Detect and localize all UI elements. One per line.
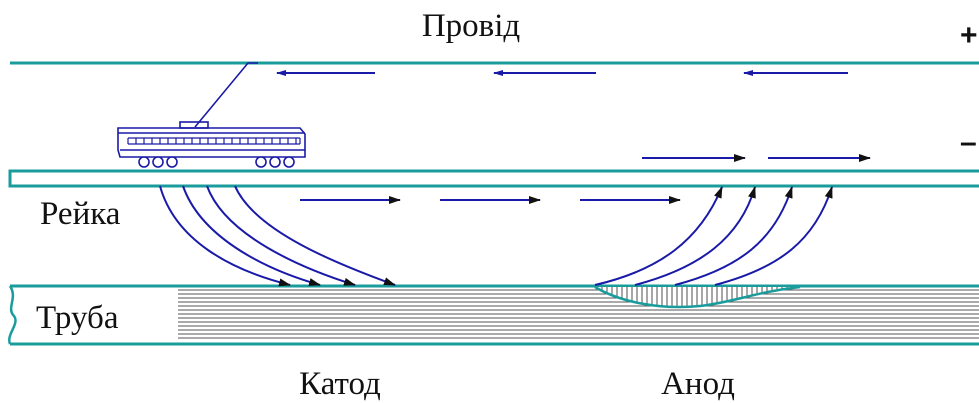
cathode-label: Катод [299,366,381,402]
pipe [8,284,979,346]
pipe-label: Труба [36,300,119,336]
wheel [269,156,281,168]
rail-label: Рейка [40,196,121,232]
cathode-arrow [182,185,321,286]
wire-label: Провід [422,8,521,44]
wheel [138,156,150,168]
pipe-left-end [8,285,17,345]
anode-arrow [674,186,793,286]
cathode-arrow [206,185,356,286]
tram [117,62,306,168]
cathode-arrow [159,185,291,287]
pipe-shading [178,289,979,339]
anode-arrow [594,186,723,286]
cathode-arrow [234,185,396,286]
corrosion-pit-hatch [595,287,800,308]
pantograph-base [179,121,209,129]
wheel [166,156,178,168]
rail [8,169,979,188]
tram-windows [127,137,301,145]
minus-sign: – [960,126,977,159]
pantograph [194,62,258,128]
corrosion-pit-edge [594,285,801,309]
anode-arrow [714,186,833,286]
anode-arrow [634,186,756,286]
wheel [255,156,267,168]
cathode-current-arrows [159,185,396,287]
tram-wheels [138,156,295,168]
anode-current-arrows [594,186,833,286]
anode-label: Анод [661,366,735,402]
wheel [283,156,295,168]
wheel [152,156,164,168]
plus-sign: + [960,19,978,52]
tram-body [117,127,306,158]
